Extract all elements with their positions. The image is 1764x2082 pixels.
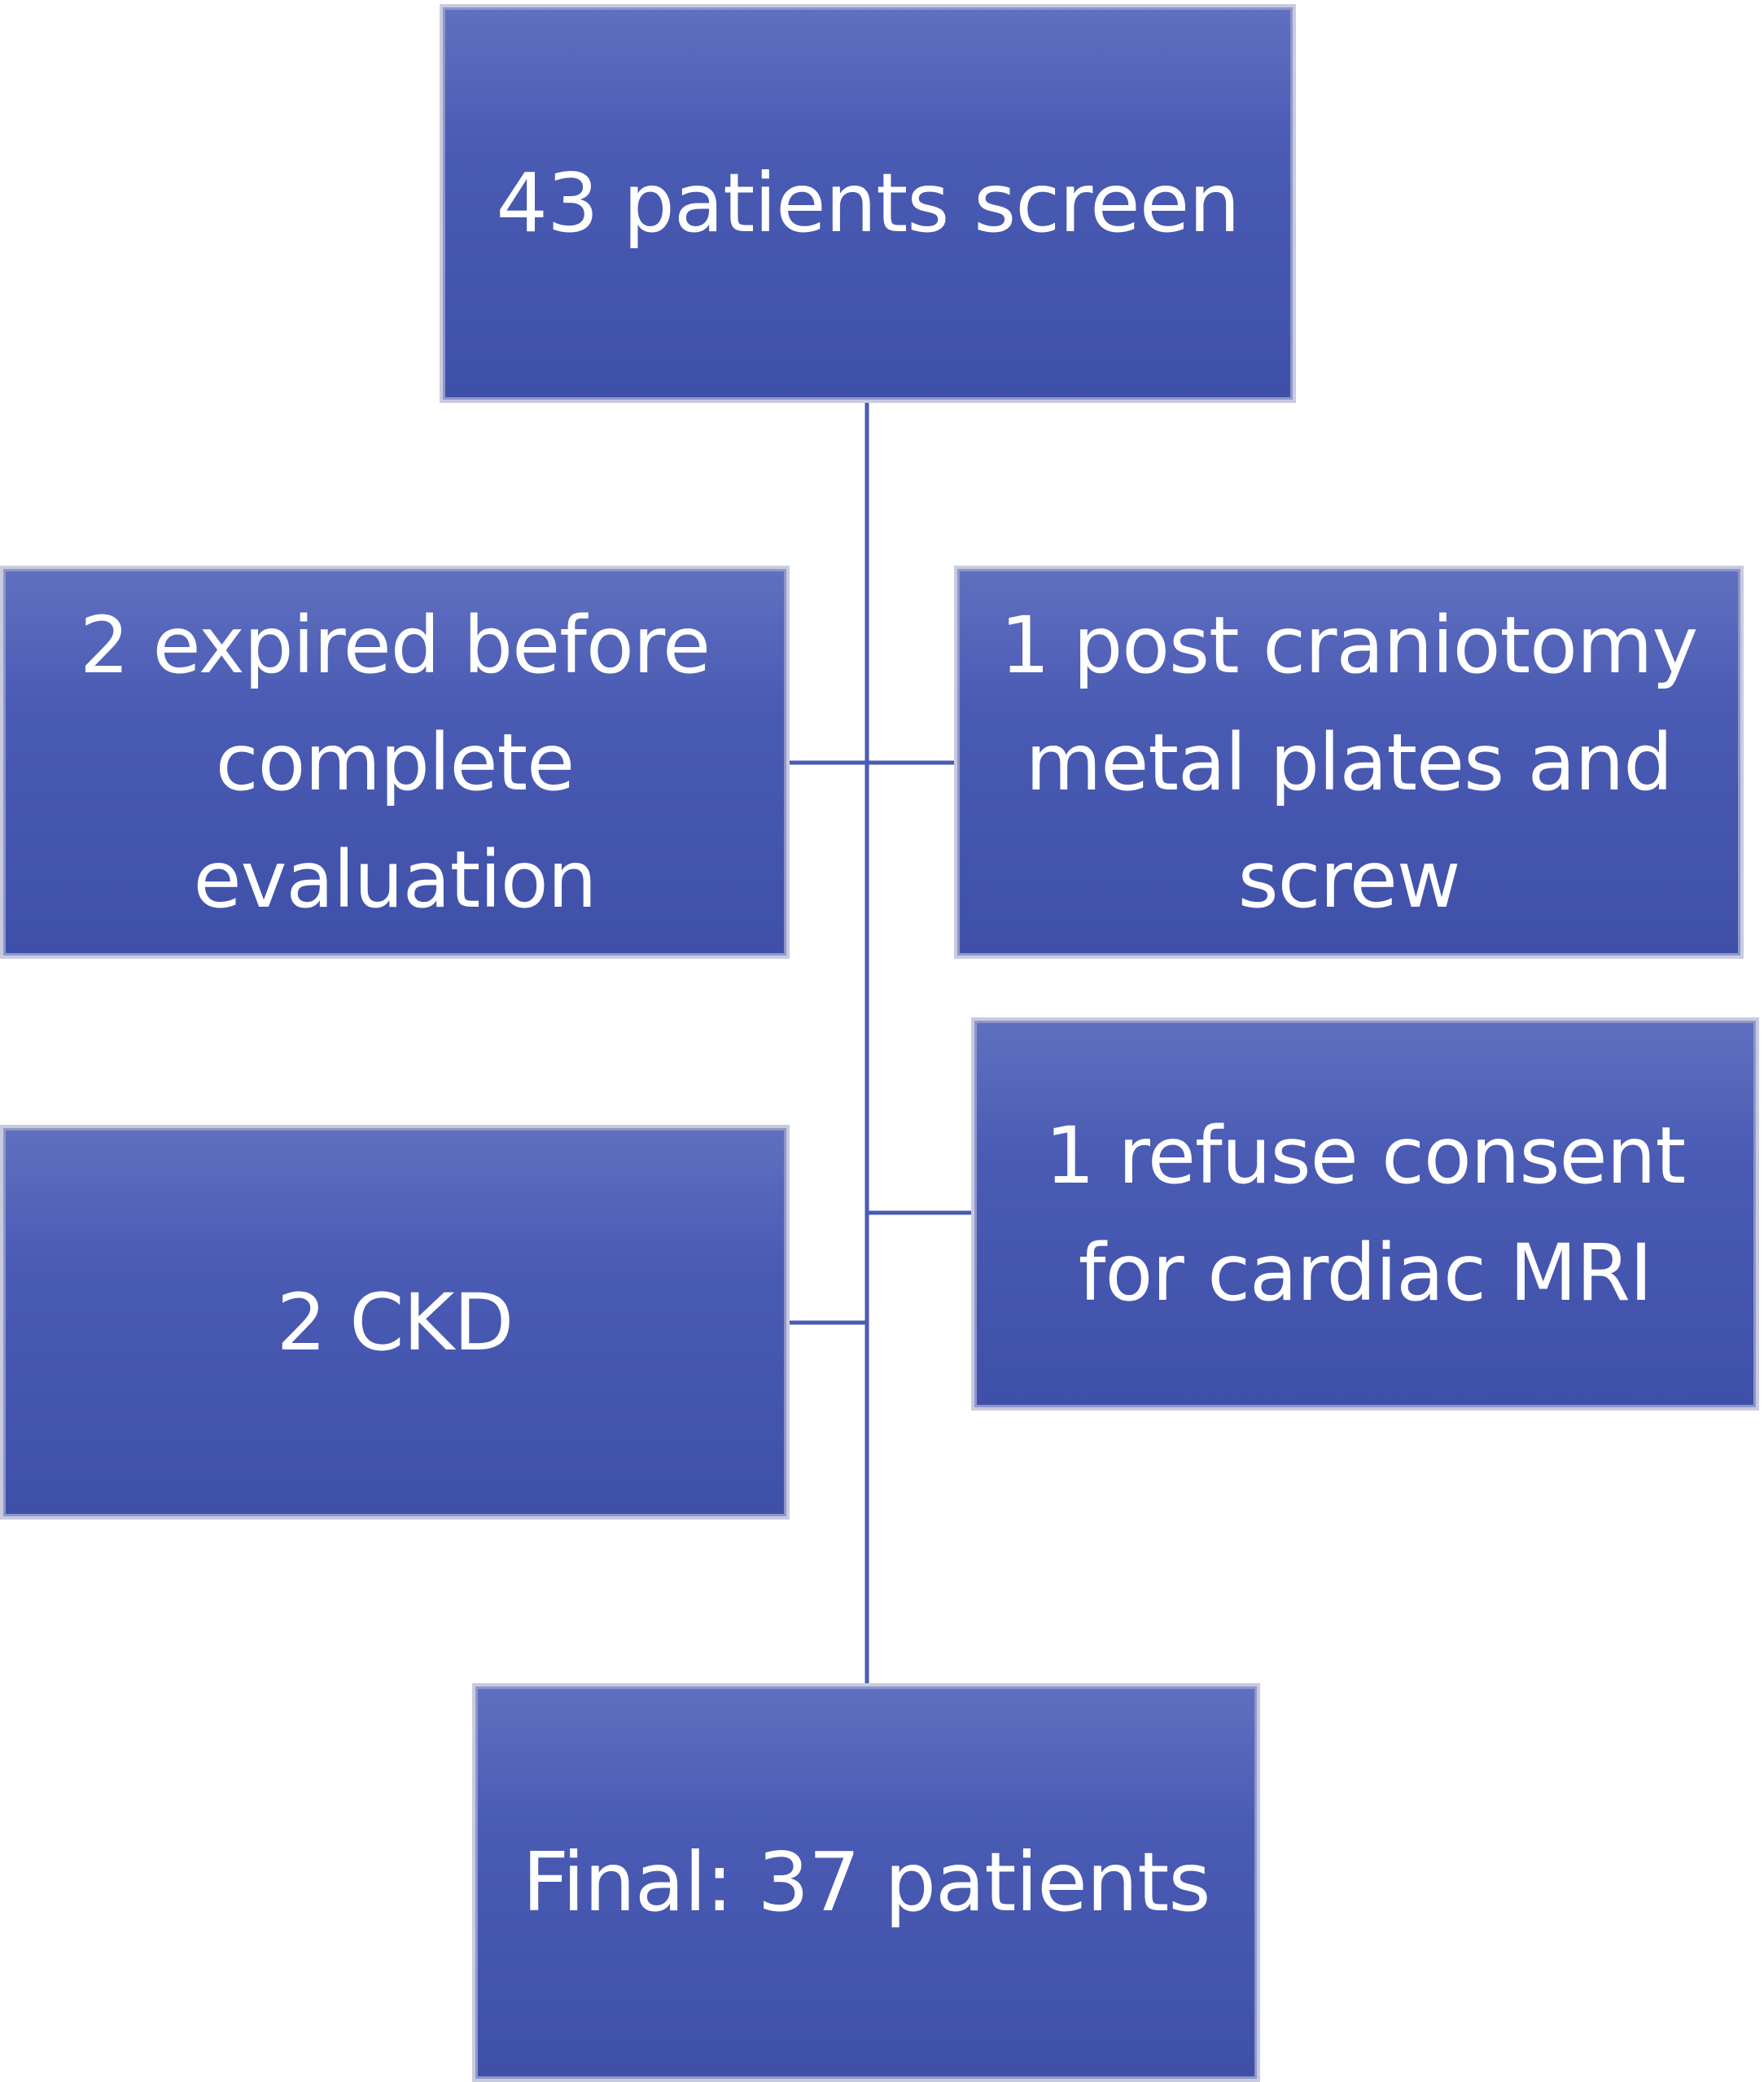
screened-patients-box: 43 patients screen bbox=[440, 4, 1296, 403]
final-patients-box: Final: 37 patients bbox=[472, 1683, 1260, 2082]
expired-exclusion-box: 2 expired before complete evaluation bbox=[0, 566, 790, 959]
ckd-exclusion-label: 2 CKD bbox=[276, 1276, 514, 1368]
consent-exclusion-box: 1 refuse consent for cardiac MRI bbox=[971, 1017, 1759, 1411]
consent-exclusion-label: 1 refuse consent for cardiac MRI bbox=[1044, 1109, 1686, 1319]
final-patients-label: Final: 37 patients bbox=[522, 1835, 1211, 1930]
craniotomy-exclusion-label: 1 post craniotomy metal plates and screw bbox=[1000, 599, 1698, 925]
craniotomy-exclusion-box: 1 post craniotomy metal plates and screw bbox=[954, 566, 1744, 959]
ckd-exclusion-box: 2 CKD bbox=[0, 1125, 790, 1520]
screened-patients-label: 43 patients screen bbox=[496, 155, 1240, 251]
expired-exclusion-label: 2 expired before complete evaluation bbox=[79, 599, 711, 925]
